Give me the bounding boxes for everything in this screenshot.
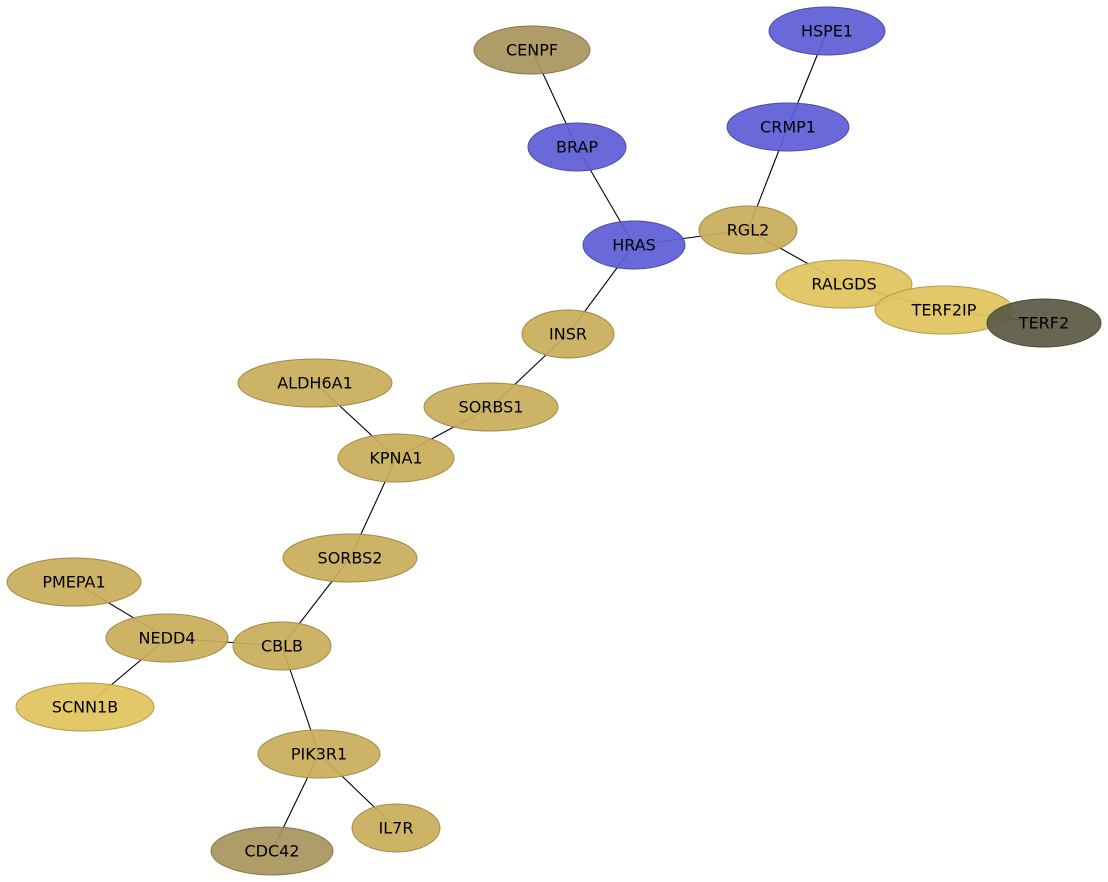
node-cenpf[interactable]: CENPF [473,25,591,75]
node-ralgds[interactable]: RALGDS [775,259,913,309]
node-label-rgl2: RGL2 [727,221,770,240]
node-ellipse-hspe1 [768,6,886,56]
node-hras[interactable]: HRAS [582,220,686,270]
node-scnn1b[interactable]: SCNN1B [15,682,155,732]
node-label-sorbs2: SORBS2 [318,549,383,568]
node-aldh6a1[interactable]: ALDH6A1 [237,358,393,408]
node-ellipse-insr [521,309,615,359]
node-ellipse-sorbs1 [423,382,559,432]
node-label-ralgds: RALGDS [811,275,876,294]
node-ellipse-cdc42 [210,826,334,876]
node-pik3r1[interactable]: PIK3R1 [257,729,381,779]
node-ellipse-sorbs2 [282,533,418,583]
node-ellipse-pik3r1 [257,729,381,779]
node-label-cdc42: CDC42 [244,842,299,861]
node-ellipse-hras [582,220,686,270]
node-label-pik3r1: PIK3R1 [291,745,347,764]
node-label-cenpf: CENPF [506,41,558,60]
node-label-brap: BRAP [556,138,598,157]
node-label-pmepa1: PMEPA1 [42,573,105,592]
node-label-cblb: CBLB [261,637,303,656]
node-rgl2[interactable]: RGL2 [698,205,798,255]
node-ellipse-terf2 [986,298,1102,348]
node-ellipse-brap [527,122,627,172]
node-label-kpna1: KPNA1 [369,449,422,468]
node-label-nedd4: NEDD4 [139,629,196,648]
node-ellipse-aldh6a1 [237,358,393,408]
node-brap[interactable]: BRAP [527,122,627,172]
node-cblb[interactable]: CBLB [232,621,332,671]
node-ellipse-kpna1 [337,433,455,483]
node-label-il7r: IL7R [379,819,414,838]
node-terf2[interactable]: TERF2 [986,298,1102,348]
node-ellipse-nedd4 [105,613,229,663]
node-sorbs2[interactable]: SORBS2 [282,533,418,583]
node-ellipse-ralgds [775,259,913,309]
node-ellipse-pmepa1 [6,557,142,607]
node-pmepa1[interactable]: PMEPA1 [6,557,142,607]
node-label-terf2: TERF2 [1018,314,1069,333]
node-ellipse-scnn1b [15,682,155,732]
node-il7r[interactable]: IL7R [351,803,441,853]
node-insr[interactable]: INSR [521,309,615,359]
node-label-hspe1: HSPE1 [801,22,853,41]
node-nedd4[interactable]: NEDD4 [105,613,229,663]
node-label-scnn1b: SCNN1B [52,698,118,717]
node-label-terf2ip: TERF2IP [911,301,977,320]
node-ellipse-crmp1 [726,102,850,152]
node-label-insr: INSR [549,325,587,344]
node-hspe1[interactable]: HSPE1 [768,6,886,56]
node-ellipse-cblb [232,621,332,671]
node-crmp1[interactable]: CRMP1 [726,102,850,152]
node-ellipse-cenpf [473,25,591,75]
node-label-hras: HRAS [612,236,656,255]
node-label-aldh6a1: ALDH6A1 [277,374,353,393]
node-label-sorbs1: SORBS1 [459,398,524,417]
node-sorbs1[interactable]: SORBS1 [423,382,559,432]
node-cdc42[interactable]: CDC42 [210,826,334,876]
node-ellipse-rgl2 [698,205,798,255]
node-label-crmp1: CRMP1 [760,118,816,137]
node-kpna1[interactable]: KPNA1 [337,433,455,483]
node-ellipse-il7r [351,803,441,853]
